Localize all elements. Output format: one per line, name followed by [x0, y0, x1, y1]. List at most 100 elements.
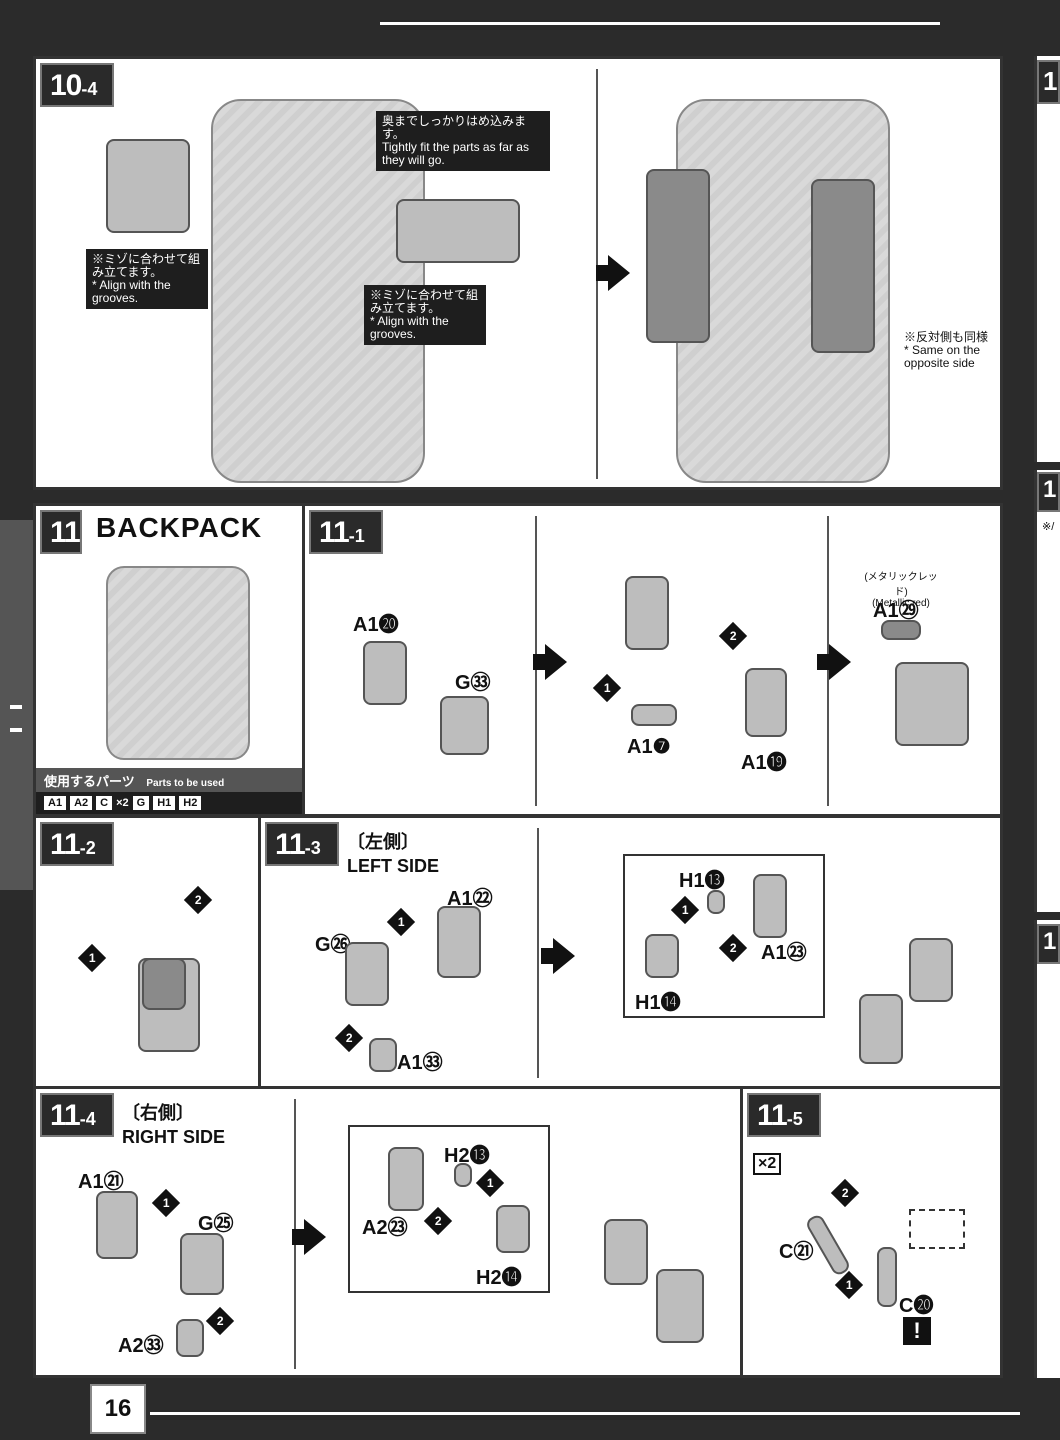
next-arrow: [817, 644, 851, 680]
part-assembled: [895, 662, 969, 746]
step-11-2-number: 11 -2: [40, 822, 114, 866]
part-flap: [142, 958, 186, 1010]
multiplier-badge: ×2: [753, 1153, 782, 1175]
step-11-4-number: 11 -4: [40, 1093, 114, 1137]
left-side-jp: 〔左側〕: [347, 832, 419, 852]
note-align-grooves-right: ※ミゾに合わせて組み立てます。 * Align with the grooves…: [364, 285, 486, 345]
step-bubble-2: 2: [718, 621, 748, 651]
part-a2-33: [176, 1319, 204, 1357]
part-multiplier: ×2: [116, 797, 129, 809]
part-h2-14: [496, 1205, 530, 1253]
next-arrow: [596, 255, 630, 291]
step-10-4-panel: 10 -4 奥までしっかりはめ込みます。 Tightly fit the par…: [33, 56, 1003, 490]
label-a1-20: A1⓴: [353, 614, 399, 636]
label-h2-13: H2⓭: [444, 1145, 490, 1167]
part-h1-13: [707, 890, 725, 914]
note-same-opposite-side: ※反対側も同様 * Same on the opposite side: [904, 330, 989, 370]
frame-left-marker: [10, 728, 22, 732]
step-bubble-1: 1: [151, 1188, 181, 1218]
part-a1-22: [437, 906, 481, 978]
label-c-20: C⓴: [899, 1295, 934, 1317]
step-11-3-number: 11 -3: [265, 822, 339, 866]
parts-used-bar: 使用するパーツ Parts to be used: [36, 768, 302, 793]
edge-divider: [1034, 462, 1060, 470]
label-h2-14: H2⓮: [476, 1267, 522, 1289]
step-11-2-panel: 11 -2 1 2: [33, 815, 261, 1089]
step-11-1-number: 11 -1: [309, 510, 383, 554]
label-g-33: G㉝: [455, 672, 491, 694]
step-bubble-1: 1: [834, 1270, 864, 1300]
next-arrow: [292, 1219, 326, 1255]
step-number-big: 10: [50, 69, 82, 102]
part-assembled-left: [859, 994, 903, 1064]
part-a1-23: [753, 874, 787, 938]
edge-divider: [1034, 912, 1060, 920]
part-a1-20: [363, 641, 407, 705]
peg-detail-box: [909, 1209, 965, 1249]
note-fit-tightly: 奥までしっかりはめ込みます。 Tightly fit the parts as …: [376, 111, 550, 171]
step-bubble-2: 2: [205, 1306, 235, 1336]
right-side-en: RIGHT SIDE: [122, 1127, 226, 1147]
label-a1-33: A1㉝: [397, 1052, 443, 1074]
label-h1-14: H1⓮: [635, 992, 681, 1014]
step-10-4-number: 10 -4: [40, 63, 114, 107]
step-11-3-panel: 11 -3 〔左側〕 LEFT SIDE A1㉒ 1 G㉖ 2 A1㉝ H1⓭ …: [258, 815, 1003, 1089]
next-arrow: [533, 644, 567, 680]
part-cover-left: [909, 938, 953, 1002]
label-g-25: G㉕: [198, 1213, 234, 1235]
step-bubble-1: 1: [386, 907, 416, 937]
part-assembly: [625, 576, 669, 650]
right-side-jp: 〔右側〕: [122, 1103, 194, 1123]
metallic-red-label: (メタリックレッド) (Metallic red): [864, 572, 938, 609]
step-bubble-1: 1: [592, 673, 622, 703]
assembled-arm-right: [811, 179, 875, 353]
part-h2-13: [454, 1163, 472, 1187]
label-a1-23: A1㉓: [761, 942, 807, 964]
part-chip: G: [132, 796, 150, 810]
part-g-33: [440, 696, 489, 755]
part-g-26: [345, 942, 389, 1006]
edge-step-tab: 1: [1037, 60, 1060, 104]
next-arrow: [541, 938, 575, 974]
part-assembled-right: [656, 1269, 704, 1343]
left-side-en: LEFT SIDE: [347, 856, 440, 876]
part-g-25: [180, 1233, 224, 1295]
part-a1-19: [745, 668, 787, 737]
step-11-panel: 11 BACKPACK 使用するパーツ Parts to be used A1 …: [33, 503, 305, 817]
part-chip: H1: [153, 796, 176, 810]
edge-step-tab: 1: [1037, 924, 1060, 964]
step-11-5-number: 11 -5: [747, 1093, 821, 1137]
label-a1-21: A1㉑: [78, 1171, 124, 1193]
backpack-title: BACKPACK: [96, 512, 263, 543]
frame-top-line: [380, 22, 940, 25]
label-a1-29: A1㉙: [873, 600, 919, 622]
step-11-number: 11: [40, 510, 82, 554]
step-bubble-1: 1: [77, 943, 107, 973]
step-bubble-2: 2: [830, 1178, 860, 1208]
label-a1-19: A1⓳: [741, 752, 787, 774]
part-a1-29: [881, 620, 921, 640]
part-a1-21: [96, 1191, 138, 1259]
step-11-4-panel: 11 -4 〔右側〕 RIGHT SIDE A1㉑ 1 G㉕ 2 A2㉝ A2㉓…: [33, 1086, 743, 1378]
step-11-5-panel: 11 -5 ×2 2 C㉑ 1 C⓴ !: [740, 1086, 1003, 1378]
part-a1-7: [631, 704, 677, 726]
edge-step-tab: 1: [1037, 472, 1060, 512]
page-number: 16: [90, 1384, 146, 1434]
edge-note: ※/: [1042, 521, 1055, 533]
label-h1-13: H1⓭: [679, 870, 725, 892]
backpack-illustration: [106, 566, 250, 760]
step-number-sub: -4: [81, 79, 98, 99]
assembled-arm-left: [646, 169, 710, 343]
right-arm-part: [396, 199, 520, 263]
part-a1-33: [369, 1038, 397, 1072]
warning-icon: !: [903, 1317, 931, 1345]
divider: [537, 828, 539, 1078]
label-a1-7: A1❼: [627, 736, 671, 758]
part-h1-14: [645, 934, 679, 978]
frame-left-marker: [10, 705, 22, 709]
part-c-20: [877, 1247, 897, 1307]
label-g-26: G㉖: [315, 934, 351, 956]
part-chip: A1: [44, 796, 67, 810]
label-a2-33: A2㉝: [118, 1335, 164, 1357]
part-chip: C: [96, 796, 113, 810]
